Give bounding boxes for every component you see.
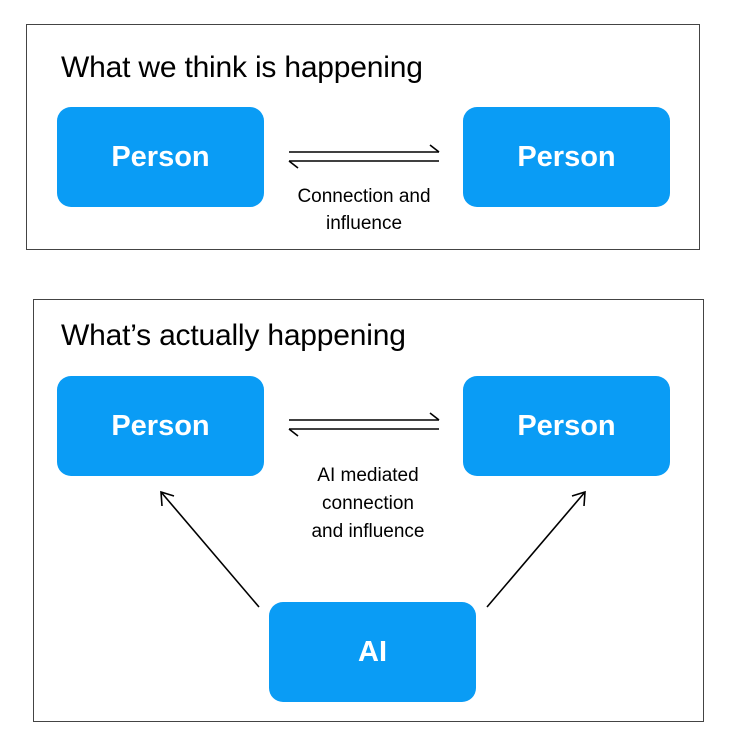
bottom-arrows — [160, 412, 586, 608]
bottom-bidirectional-arrows-icon — [288, 412, 440, 437]
top-panel-title: What we think is happening — [61, 51, 423, 84]
top-right-person-node: Person — [463, 107, 670, 207]
top-bidirectional-arrows-icon — [288, 144, 440, 169]
bottom-caption-line-2: connection — [322, 493, 414, 514]
bottom-caption-line-3: and influence — [311, 521, 425, 542]
bottom-caption-line-1: AI mediated — [317, 465, 419, 486]
bottom-right-person-node: Person — [463, 376, 670, 476]
ai-to-right-person-arrow-icon — [486, 490, 586, 608]
ai-to-left-person-arrow-icon — [160, 490, 260, 608]
bottom-panel-title: What’s actually happening — [61, 319, 406, 352]
bottom-left-person-node: Person — [57, 376, 264, 476]
bottom-caption: AI mediated connection and influence — [278, 462, 458, 546]
ai-node: AI — [269, 602, 476, 702]
bottom-panel: What’s actually happening Person Person … — [33, 299, 704, 722]
top-panel: What we think is happening Person Person… — [26, 24, 700, 250]
top-caption: Connection and influence — [274, 183, 454, 237]
top-caption-line-2: influence — [325, 213, 403, 234]
top-caption-line-1: Connection and — [297, 186, 431, 207]
top-left-person-node: Person — [57, 107, 264, 207]
